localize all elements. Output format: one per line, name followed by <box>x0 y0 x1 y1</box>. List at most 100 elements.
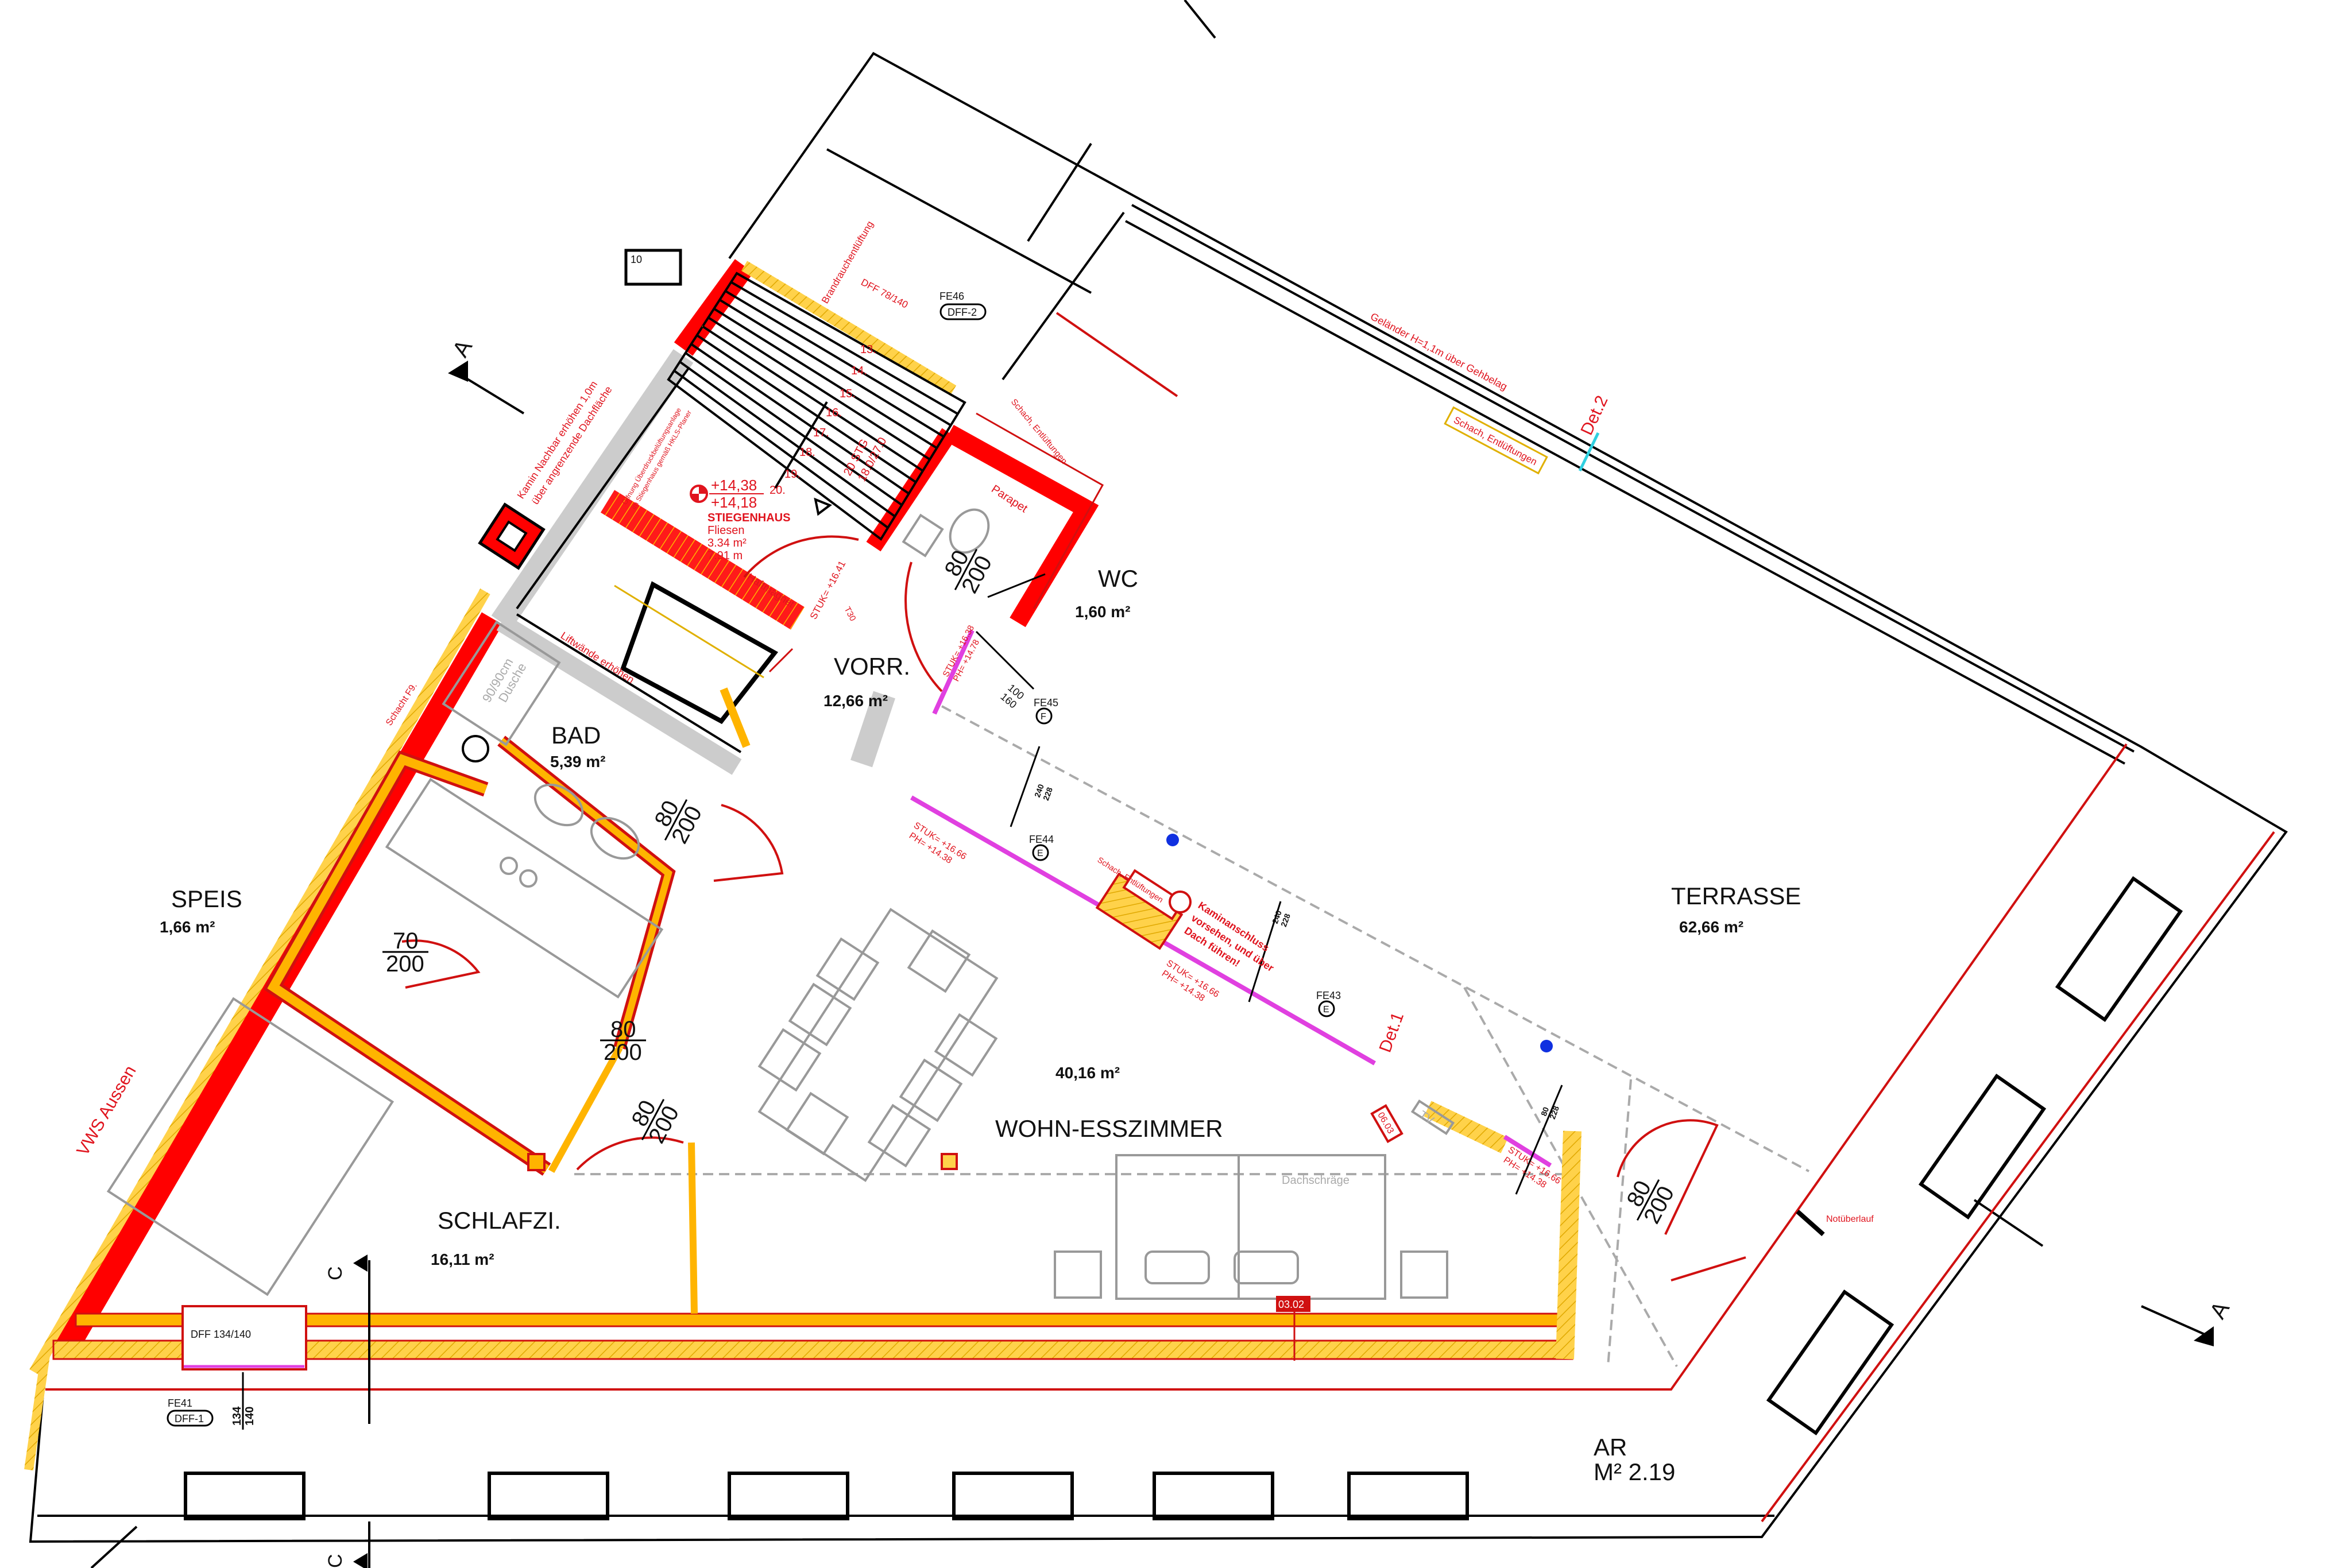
stair-step <box>702 325 924 472</box>
section-label: A <box>448 335 478 361</box>
window-id-fe44: FE44 <box>1029 834 1054 845</box>
svg-text:228: 228 <box>1279 912 1292 928</box>
window-id-fe45: FE45 <box>1034 697 1058 708</box>
window-type-badge <box>1035 707 1053 725</box>
tag-0302 <box>1276 1296 1310 1312</box>
roof-windows-terrace <box>1766 876 2183 1436</box>
svg-text:134: 134 <box>231 1406 243 1426</box>
detail-1-label: Det.1 <box>1376 1010 1408 1055</box>
note-schacht-wc: Schach, Entlüftungen <box>1009 397 1069 466</box>
room-area-ar: M² 2.19 <box>1594 1458 1675 1485</box>
shower <box>442 620 561 746</box>
note-parapet: Parapet <box>989 483 1030 516</box>
stair-step <box>719 299 945 438</box>
window-type-badge <box>1032 844 1049 861</box>
room-name-bad: BAD <box>551 722 601 749</box>
stair-number: 20. <box>770 484 786 497</box>
svg-text:140: 140 <box>243 1407 256 1426</box>
wc-toilet <box>949 508 990 554</box>
drain-icon <box>1540 1040 1553 1052</box>
tv <box>1410 1099 1455 1136</box>
svg-text:80: 80 <box>1539 1106 1551 1117</box>
note-t30: T30 <box>842 605 857 623</box>
window-type-fe44: E <box>1037 849 1043 858</box>
stair-area: 3.34 m² <box>707 537 747 549</box>
room-area-wc: 1,60 m² <box>1075 603 1131 621</box>
svg-text:228: 228 <box>1041 786 1054 802</box>
level-top: +14,38 <box>711 477 757 494</box>
stair-step <box>679 361 896 517</box>
box-label: 10 <box>631 254 642 265</box>
room-name-speis: SPEIS <box>171 885 242 912</box>
elevation-marker-icon <box>690 485 764 503</box>
room-name-ar: AR <box>1594 1434 1627 1461</box>
kitchen-counter <box>385 777 664 999</box>
room-area-wohn: 40,16 m² <box>1055 1064 1120 1082</box>
section-arrow-icon <box>353 1255 368 1272</box>
room-area-vorr: 12,66 m² <box>823 692 888 710</box>
section-label: C <box>324 1554 346 1568</box>
note-gelaender: Geländer H=1,1m über Gehbelag <box>1368 311 1509 393</box>
stair-step <box>725 290 952 427</box>
leader-lines <box>242 573 1563 1430</box>
stair <box>667 272 966 541</box>
stair-perimeter: 7.91 m <box>707 549 743 562</box>
room-labels: WC 1,60 m² VORR. 12,66 m² BAD 5,39 m² SP… <box>160 565 1801 1485</box>
window-type-pill <box>939 303 987 320</box>
svg-text:228: 228 <box>1548 1105 1561 1121</box>
stair-step <box>673 369 889 529</box>
roof-windows-bottom <box>184 1472 1469 1520</box>
skylight-label: DFF 134/140 <box>191 1329 251 1340</box>
stair-step <box>730 281 958 415</box>
room-name-schlaf: SCHLAFZI. <box>438 1207 561 1234</box>
stair-number: 16. <box>826 406 842 419</box>
toilet <box>462 735 489 762</box>
dining-chairs <box>757 929 998 1168</box>
stair-step <box>690 343 910 495</box>
window-type-dff2: DFF-2 <box>948 307 977 318</box>
detail-2-marker <box>1578 432 1600 472</box>
tag-0603: 06.03 <box>1370 1104 1403 1143</box>
sink <box>533 783 584 827</box>
armchair <box>1054 1250 1102 1299</box>
section-marker-a: A <box>2141 1297 2234 1346</box>
furniture <box>106 508 1455 1300</box>
terrace-parapet <box>45 312 2275 1523</box>
svg-text:240: 240 <box>1033 783 1046 799</box>
note-vws: VWS Aussen <box>73 1062 140 1159</box>
window-type-dff1: DFF-1 <box>175 1413 204 1424</box>
room-area-schlaf: 16,11 m² <box>431 1250 494 1268</box>
room-area-terrasse: 62,66 m² <box>1679 918 1743 936</box>
section-arrow-icon <box>448 361 468 382</box>
bed <box>106 997 395 1296</box>
door-swings <box>401 535 1719 1235</box>
tag-label: 03.02 <box>1278 1299 1304 1310</box>
room-name-vorr: VORR. <box>834 653 910 680</box>
windows <box>910 629 1552 1168</box>
overflow-pipe <box>1796 1210 1825 1236</box>
room-name-wc: WC <box>1098 565 1138 592</box>
sofa-right <box>1234 1250 1299 1284</box>
label-box-10 <box>624 249 682 286</box>
section-marker-a: A <box>448 335 525 415</box>
stair-arrow-icon <box>814 497 833 516</box>
chimney <box>478 502 546 570</box>
window-type-fe43: E <box>1323 1005 1329 1015</box>
roof-slope-lines <box>574 705 1809 1367</box>
stair-room-name: STIEGENHAUS <box>707 512 790 524</box>
note-dff-78: DFF 78/140 <box>859 277 910 311</box>
window-type-badge <box>1318 1000 1335 1017</box>
section-label: A <box>2205 1297 2235 1323</box>
annotations: 10 Brandrauchentlüftung DFF 78/140 FE46 … <box>73 219 1874 1427</box>
note-notueberlauf: Notüberlauf <box>1826 1214 1874 1224</box>
stair-step <box>713 307 938 450</box>
section-arrow-icon <box>353 1553 368 1568</box>
room-area-bad: 5,39 m² <box>550 753 606 771</box>
stair-step <box>707 316 931 460</box>
room-name-terrasse: TERRASSE <box>1671 882 1801 909</box>
stair-step <box>685 352 903 506</box>
